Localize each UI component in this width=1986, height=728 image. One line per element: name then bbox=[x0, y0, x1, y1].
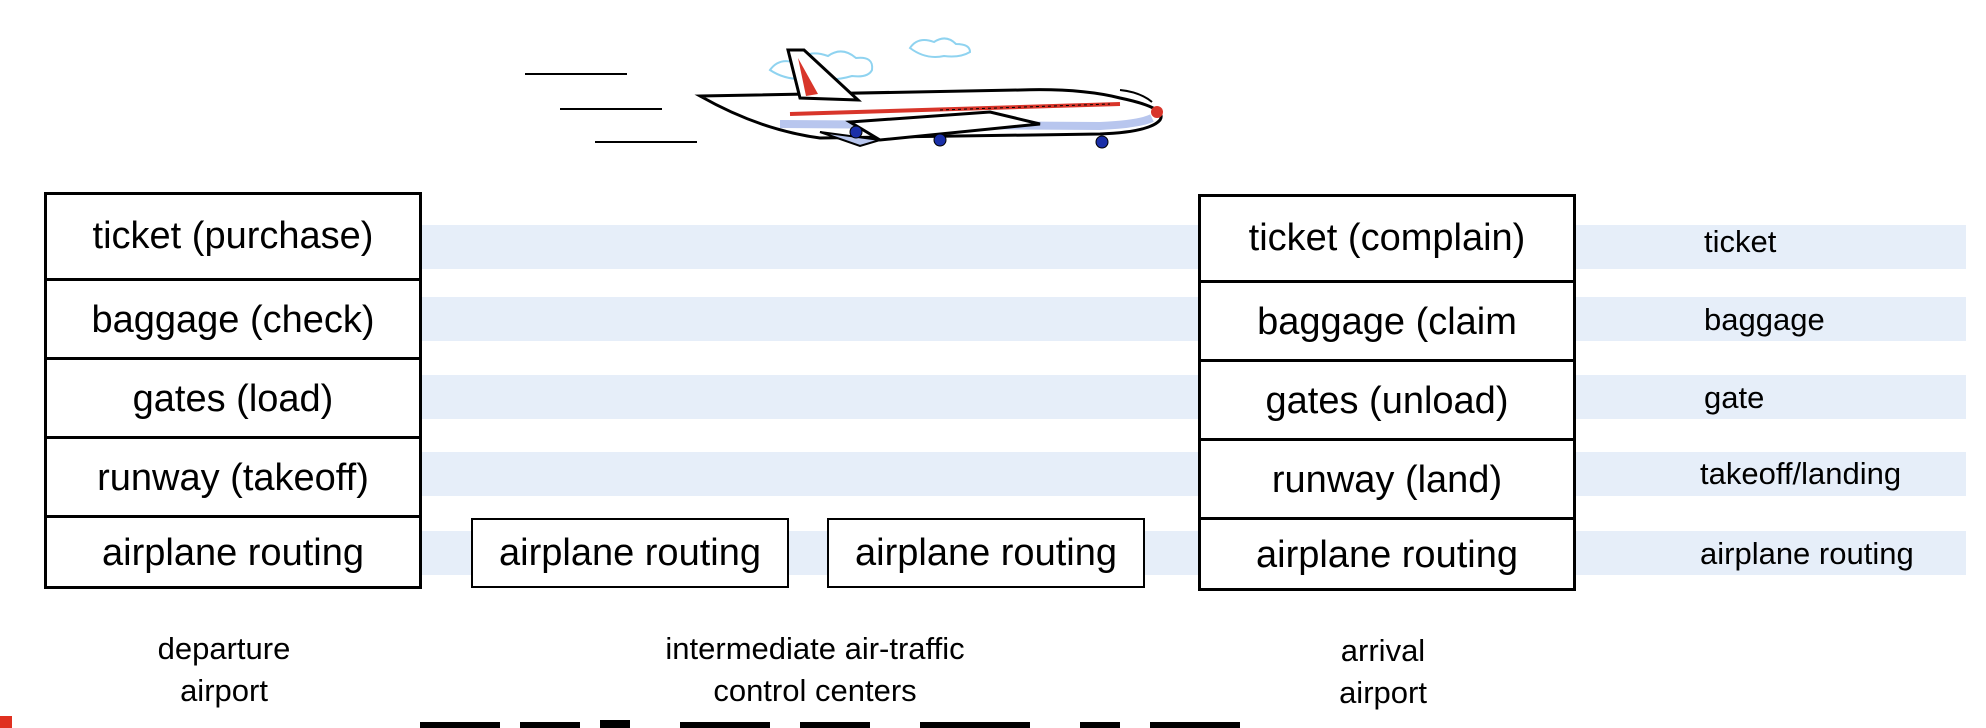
layer-name-gate: gate bbox=[1704, 380, 1765, 415]
arrival-layer-gates: gates (unload) bbox=[1201, 359, 1573, 441]
intermediate-caption-line2: control centers bbox=[713, 673, 917, 708]
layer-name-takeoff-landing: takeoff/landing bbox=[1700, 456, 1902, 491]
layer-band-gate bbox=[420, 375, 1966, 419]
departure-layer-gates: gates (load) bbox=[47, 357, 419, 439]
arrival-layer-runway: runway (land) bbox=[1201, 438, 1573, 520]
arrival-layer-baggage: baggage (claim bbox=[1201, 280, 1573, 362]
arrival-caption-line2: airport bbox=[1339, 675, 1427, 710]
departure-layer-baggage: baggage (check) bbox=[47, 278, 419, 360]
airplane-illustration bbox=[525, 37, 1163, 149]
arrival-layer-airplane-routing: airplane routing bbox=[1201, 517, 1573, 591]
departure-caption-line2: airport bbox=[180, 673, 268, 708]
layer-band-baggage bbox=[420, 297, 1966, 341]
cut-off-heading-fragment bbox=[420, 720, 1240, 728]
layer-name-airplane-routing: airplane routing bbox=[1700, 536, 1914, 571]
layer-name-baggage: baggage bbox=[1704, 302, 1825, 337]
departure-layer-runway: runway (takeoff) bbox=[47, 436, 419, 518]
red-bullet-fragment bbox=[0, 716, 12, 728]
departure-caption: departure airport bbox=[124, 628, 324, 712]
intermediate-caption-line1: intermediate air-traffic bbox=[665, 631, 965, 666]
layer-band-takeoff-landing bbox=[420, 452, 1966, 496]
arrival-layer-ticket: ticket (complain) bbox=[1248, 217, 1526, 259]
departure-layer-ticket: ticket (purchase) bbox=[92, 215, 374, 257]
layer-band-ticket bbox=[420, 225, 1966, 269]
airplane-body bbox=[694, 48, 1163, 149]
arrival-caption: arrival airport bbox=[1283, 630, 1483, 714]
arrival-airport-stack: ticket (complain) baggage (claim gates (… bbox=[1198, 194, 1576, 591]
departure-caption-line1: departure bbox=[157, 631, 291, 666]
speed-lines bbox=[525, 73, 697, 143]
layer-name-ticket: ticket bbox=[1704, 224, 1777, 259]
intermediate-caption: intermediate air-traffic control centers bbox=[615, 628, 1015, 712]
departure-layer-airplane-routing: airplane routing bbox=[47, 515, 419, 589]
intermediate-routing-box-1: airplane routing bbox=[471, 518, 789, 588]
intermediate-routing-box-2: airplane routing bbox=[827, 518, 1145, 588]
departure-airport-stack: ticket (purchase) baggage (check) gates … bbox=[44, 192, 422, 589]
arrival-caption-line1: arrival bbox=[1340, 633, 1426, 668]
